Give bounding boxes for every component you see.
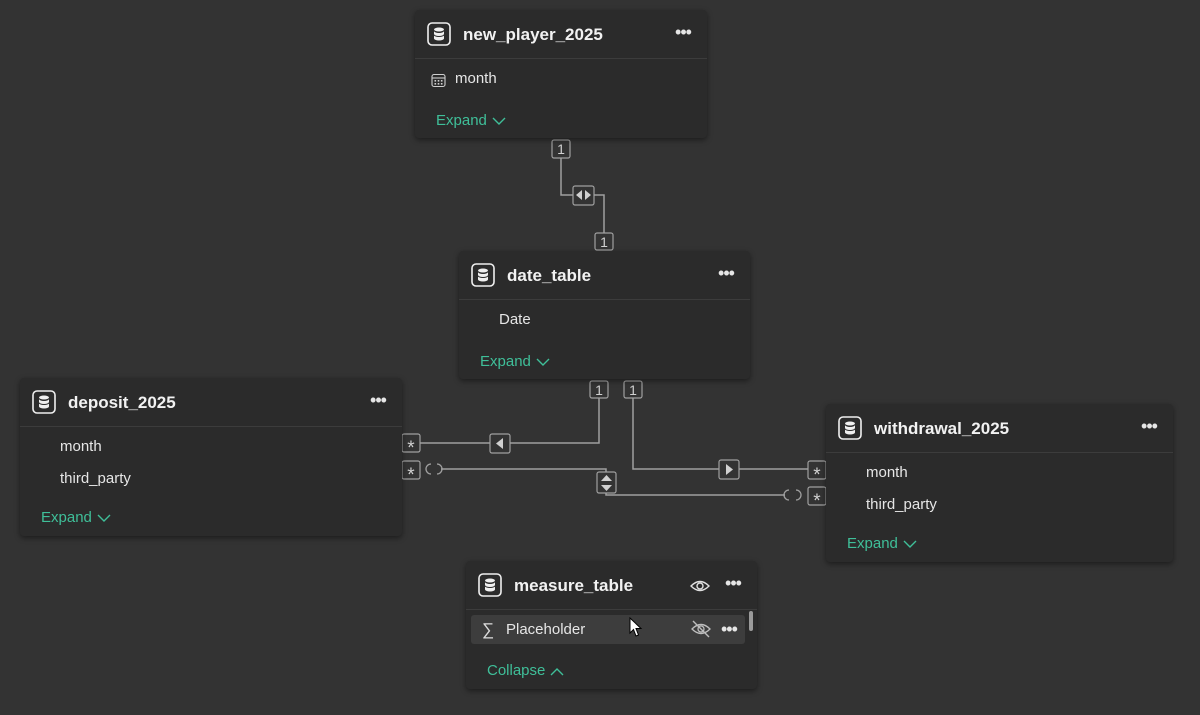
field-row[interactable]: month bbox=[20, 432, 402, 462]
more-options-icon[interactable]: ••• bbox=[370, 390, 387, 410]
table-card-withdrawal-2025[interactable]: withdrawal_2025 ••• month third_party Ex… bbox=[826, 404, 1173, 562]
more-options-icon[interactable]: ••• bbox=[675, 22, 692, 42]
table-card-header[interactable]: date_table ••• bbox=[459, 251, 750, 300]
chevron-down-icon bbox=[97, 514, 111, 522]
field-label: Date bbox=[499, 311, 531, 328]
field-label: month bbox=[60, 438, 102, 455]
chevron-up-icon bbox=[550, 667, 564, 676]
expand-button[interactable]: Expand bbox=[41, 509, 111, 526]
expand-label: Expand bbox=[436, 112, 487, 129]
cardinality-label: 1 bbox=[629, 382, 637, 398]
inactive-marker-left bbox=[425, 463, 432, 475]
crossfilter-left-icon[interactable] bbox=[489, 433, 511, 454]
eye-off-icon[interactable] bbox=[690, 618, 712, 640]
collapse-button[interactable]: Collapse bbox=[487, 662, 564, 679]
cardinality-label: * bbox=[813, 465, 821, 486]
cardinality-label: 1 bbox=[595, 382, 603, 398]
cardinality-label: 1 bbox=[600, 234, 608, 250]
expand-label: Expand bbox=[480, 353, 531, 370]
expand-label: Expand bbox=[847, 535, 898, 552]
more-options-icon[interactable]: ••• bbox=[725, 573, 742, 593]
cardinality-label: * bbox=[407, 465, 415, 486]
field-row[interactable]: third_party bbox=[826, 490, 1173, 520]
database-icon bbox=[838, 416, 862, 440]
field-row[interactable]: month bbox=[415, 64, 707, 94]
field-label: month bbox=[866, 464, 908, 481]
table-card-deposit-2025[interactable]: deposit_2025 ••• month third_party Expan… bbox=[20, 378, 402, 536]
cardinality-label: 1 bbox=[557, 141, 565, 157]
table-name: deposit_2025 bbox=[68, 393, 176, 412]
field-label: month bbox=[455, 70, 497, 87]
table-card-new-player-2025[interactable]: new_player_2025 ••• month Expand bbox=[415, 10, 707, 138]
relationship-line-date-withdrawal[interactable] bbox=[632, 398, 808, 470]
inactive-marker-right bbox=[795, 489, 802, 501]
scrollbar-thumb[interactable] bbox=[749, 611, 753, 631]
cardinality-label: * bbox=[813, 491, 821, 512]
crossfilter-both-vertical-icon[interactable] bbox=[596, 471, 617, 494]
chevron-down-icon bbox=[903, 540, 917, 548]
more-options-icon[interactable]: ••• bbox=[721, 619, 738, 639]
expand-label: Expand bbox=[41, 509, 92, 526]
table-name: withdrawal_2025 bbox=[874, 419, 1010, 438]
table-name: measure_table bbox=[514, 576, 634, 595]
field-row[interactable]: month bbox=[826, 458, 1173, 488]
table-card-header[interactable]: new_player_2025 ••• bbox=[415, 10, 707, 59]
mouse-cursor-icon bbox=[629, 617, 643, 637]
measure-row[interactable]: ∑ Placeholder ••• bbox=[466, 615, 757, 645]
measure-label: Placeholder bbox=[506, 621, 586, 638]
database-icon bbox=[32, 390, 56, 414]
more-options-icon[interactable]: ••• bbox=[718, 263, 735, 283]
measure-row-highlight bbox=[471, 615, 745, 644]
table-name: new_player_2025 bbox=[463, 25, 603, 44]
expand-button[interactable]: Expand bbox=[436, 112, 506, 129]
database-icon bbox=[471, 263, 495, 287]
database-icon bbox=[427, 22, 451, 46]
table-card-date-table[interactable]: date_table ••• Date Expand bbox=[459, 251, 750, 379]
calendar-icon bbox=[431, 73, 446, 88]
table-card-measure-table[interactable]: measure_table ••• ∑ Placeholder ••• Coll… bbox=[466, 561, 757, 689]
chevron-down-icon bbox=[492, 117, 506, 125]
table-card-header[interactable]: measure_table ••• bbox=[466, 561, 757, 610]
inactive-marker-right bbox=[783, 489, 790, 501]
field-label: third_party bbox=[866, 496, 937, 513]
chevron-down-icon bbox=[536, 358, 550, 366]
field-row[interactable]: third_party bbox=[20, 464, 402, 494]
more-options-icon[interactable]: ••• bbox=[1141, 416, 1158, 436]
sigma-icon: ∑ bbox=[482, 620, 495, 639]
table-card-header[interactable]: withdrawal_2025 ••• bbox=[826, 404, 1173, 453]
eye-icon[interactable] bbox=[689, 575, 711, 597]
crossfilter-both-icon[interactable] bbox=[572, 185, 595, 206]
table-name: date_table bbox=[507, 266, 592, 285]
field-label: third_party bbox=[60, 470, 131, 487]
field-row[interactable]: Date bbox=[459, 305, 750, 335]
expand-button[interactable]: Expand bbox=[847, 535, 917, 552]
inactive-marker-left bbox=[436, 463, 443, 475]
expand-button[interactable]: Expand bbox=[480, 353, 550, 370]
relationship-line-date-deposit[interactable] bbox=[420, 398, 600, 444]
crossfilter-right-icon[interactable] bbox=[718, 459, 740, 480]
cardinality-label: * bbox=[407, 438, 415, 459]
collapse-label: Collapse bbox=[487, 662, 546, 679]
table-card-header[interactable]: deposit_2025 ••• bbox=[20, 378, 402, 427]
database-icon bbox=[478, 573, 502, 597]
